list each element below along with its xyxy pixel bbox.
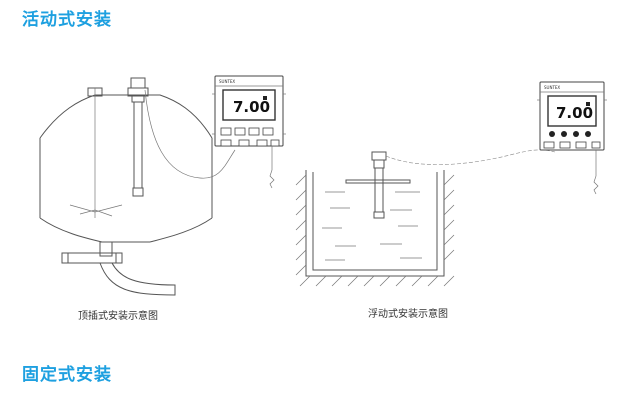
tank-left — [39, 87, 213, 296]
meter-left-reading: 7.00 — [233, 98, 270, 116]
section-title-fixed-install: 固定式安装 — [22, 365, 112, 385]
cable-right — [385, 149, 556, 165]
caption-top-insertion: 顶插式安装示意图 — [78, 311, 158, 322]
electrode-top-insertion — [127, 77, 149, 197]
meter-right: SUNTEX 7.00 — [537, 81, 607, 151]
meter-right-brand: SUNTEX — [544, 85, 560, 90]
meter-right-reading: 7.00 — [556, 104, 593, 122]
caption-floating: 浮动式安装示意图 — [368, 309, 448, 320]
cable-left — [144, 89, 236, 179]
tank-right — [295, 170, 455, 287]
ground-cable-left — [269, 146, 275, 189]
meter-left-brand: SUNTEX — [219, 79, 235, 84]
section-title-mobile-install: 活动式安装 — [22, 10, 112, 30]
electrode-floating — [371, 151, 387, 219]
meter-left: SUNTEX 7.00 — [212, 75, 286, 147]
ground-cable-right — [593, 150, 599, 195]
